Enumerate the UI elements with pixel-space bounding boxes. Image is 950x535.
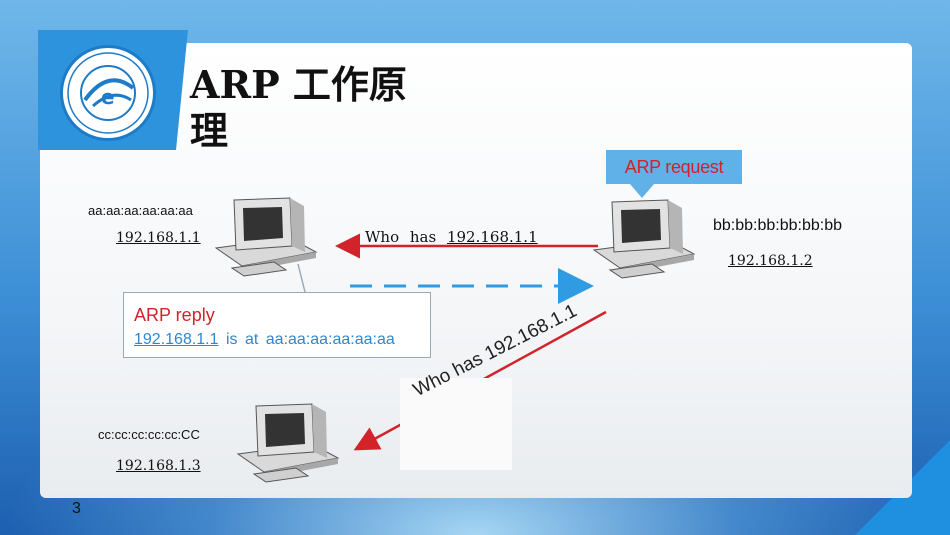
- host-a-mac: aa:aa:aa:aa:aa:aa: [88, 203, 193, 218]
- who-has-text: Who has: [365, 228, 437, 246]
- svg-text:e: e: [101, 85, 115, 109]
- reply-is-at: is at aa:aa:aa:aa:aa:aa: [225, 331, 395, 348]
- host-b-mac: bb:bb:bb:bb:bb:bb: [713, 217, 843, 234]
- host-a-ip: 192.168.1.1: [116, 230, 201, 246]
- host-b-ip: 192.168.1.2: [728, 253, 813, 269]
- arp-reply-callout: ARP reply 192.168.1.1 is at aa:aa:aa:aa:…: [123, 292, 431, 358]
- computer-icon: [588, 198, 698, 285]
- page-number: 3: [72, 500, 81, 517]
- computer-icon: [232, 402, 342, 489]
- request-ip: 192.168.1.1: [446, 228, 538, 246]
- host-c-mac: cc:cc:cc:cc:cc:CC: [98, 427, 200, 442]
- arp-reply-title: ARP reply: [134, 305, 215, 325]
- reply-callout-connector: [297, 263, 306, 293]
- arp-request-callout-tail: [630, 184, 654, 198]
- request-label-top: Who has 192.168.1.1: [365, 228, 538, 246]
- reply-ip: 192.168.1.1: [134, 331, 219, 348]
- diagonal-label-backdrop: [400, 378, 512, 470]
- slide-title: ARP 工作原理: [190, 62, 407, 153]
- emblem-logo: e: [60, 45, 156, 141]
- arp-reply-text: 192.168.1.1 is at aa:aa:aa:aa:aa:aa: [134, 331, 395, 349]
- host-c-ip: 192.168.1.3: [116, 458, 201, 474]
- arp-request-callout: ARP request: [606, 150, 742, 184]
- computer-icon: [210, 196, 320, 283]
